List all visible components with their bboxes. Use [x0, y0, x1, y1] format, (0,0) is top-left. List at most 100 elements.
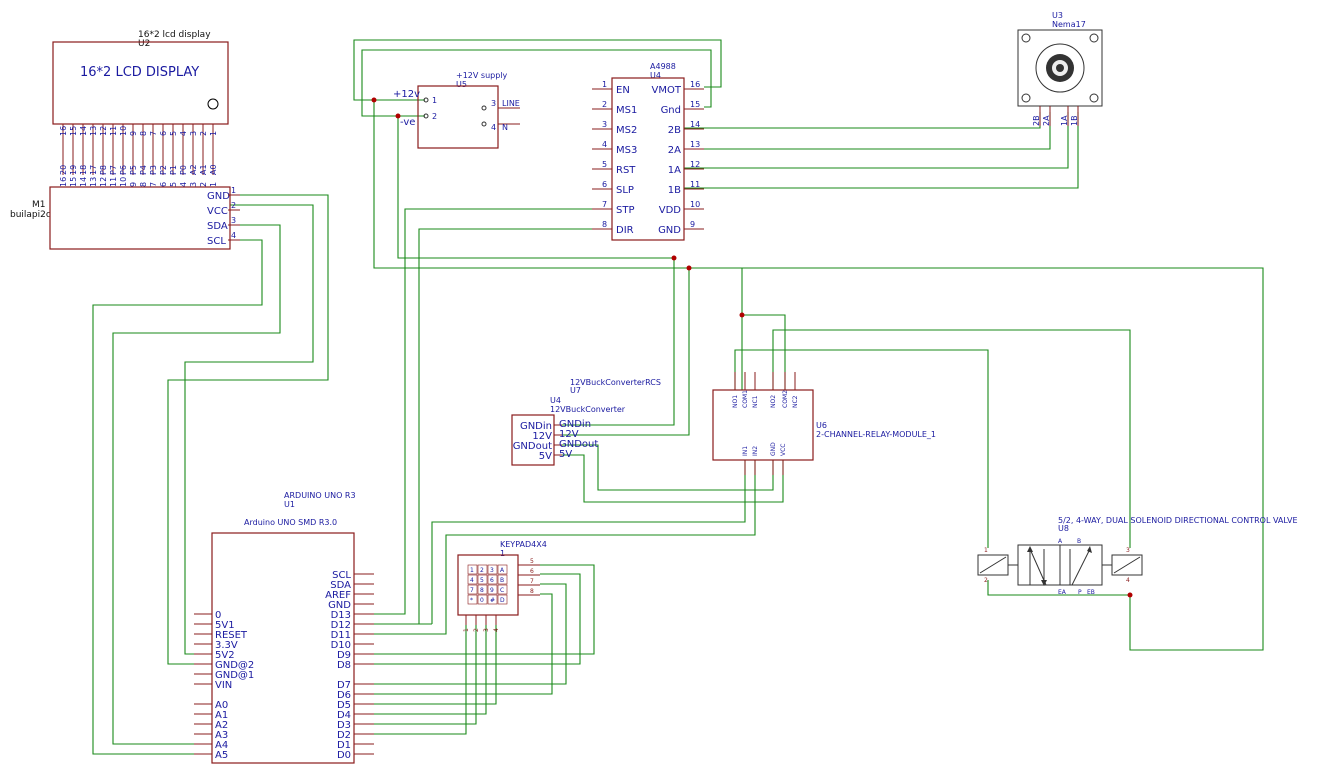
buck-pin-label: 5V: [539, 451, 552, 462]
lcd-pin-label: P1: [169, 165, 178, 175]
lcd-pin-num: 16: [59, 126, 68, 136]
keypad-key: [477, 574, 488, 585]
driver-left-label: RST: [616, 165, 636, 176]
i2c-pin-label: VCC: [207, 206, 228, 217]
supply-pin2: 2: [432, 112, 437, 121]
arduino-left-pin: A0: [215, 700, 228, 711]
i2c-name: builapi2c: [10, 210, 51, 220]
driver-right-label: 1A: [668, 165, 681, 176]
driver-right-num: 13: [690, 140, 700, 149]
keypad-key-label: 7: [470, 587, 474, 594]
lcd-title: 16*2 lcd display: [138, 30, 211, 40]
i2c-pin-num: 3: [231, 216, 236, 225]
arduino-left-pin: GND@1: [215, 670, 254, 681]
driver-right-label: 2A: [668, 145, 681, 156]
lcd-pin-num-bottom: 12: [99, 177, 108, 187]
relay-top-pin: NC1: [752, 395, 759, 408]
valve-port-p: P: [1078, 589, 1082, 596]
control-valve: 5/2, 4-WAY, DUAL SOLENOID DIRECTIONAL CO…: [977, 516, 1298, 596]
keypad-key: [497, 594, 508, 605]
lcd-pin-num-bottom: 10: [119, 177, 128, 187]
buck-pin-outer: 12V: [559, 429, 579, 440]
keypad-right-pin: 8: [530, 588, 534, 595]
lcd-pin-label: 20: [59, 165, 68, 175]
driver-left-label: MS3: [616, 145, 637, 156]
arduino-right-pin: D7: [337, 680, 351, 691]
driver-right-num: 11: [690, 180, 700, 189]
arduino-left-pin: 0: [215, 610, 221, 621]
i2c-pin-label: SCL: [207, 236, 226, 247]
relay-name: 2-CHANNEL-RELAY-MODULE_1: [816, 430, 936, 439]
arduino-right-pin: D6: [337, 690, 351, 701]
lcd-pin-label: 19: [69, 165, 78, 175]
supply-line-label: LINE: [502, 99, 520, 108]
valve-pin3: 3: [1126, 547, 1130, 554]
driver-right-num: 14: [690, 120, 700, 129]
driver-left-num: 3: [602, 120, 607, 129]
lcd-pin-num-bottom: 8: [139, 182, 148, 187]
keypad-key: [467, 584, 478, 595]
arduino-left-pin: 5V1: [215, 620, 235, 631]
arduino-right-pin: D8: [337, 660, 351, 671]
driver-left-label: SLP: [616, 185, 634, 196]
arduino-left-pin: 3.3V: [215, 640, 238, 651]
keypad-key: [487, 584, 498, 595]
keypad-key-label: 9: [490, 587, 494, 594]
keypad-key: [477, 564, 488, 575]
keypad-key: [497, 574, 508, 585]
valve-pin2: 2: [984, 577, 988, 584]
lcd-pin-label: A1: [199, 164, 208, 175]
relay-bottom-pin: GND: [770, 442, 777, 456]
keypad-bottom-pin: 2: [473, 628, 480, 632]
lcd-pin-label: P8: [99, 165, 108, 175]
keypad-right-pin: 5: [530, 558, 534, 565]
lcd-pin-num: 11: [109, 126, 118, 136]
motor-ref: U3: [1052, 11, 1063, 20]
driver-left-num: 6: [602, 180, 607, 189]
keypad-key-label: 0: [480, 597, 484, 604]
arduino-ref: U1: [284, 500, 295, 509]
arduino-right-pin: SCL: [332, 570, 351, 581]
driver-right-label: 2B: [668, 125, 681, 136]
relay-bottom-pin: IN2: [752, 446, 759, 456]
i2c-pin-num: 1: [231, 186, 236, 195]
keypad-ref: 1: [500, 549, 505, 558]
valve-port-eb: EB: [1087, 589, 1095, 596]
keypad-key-label: 2: [480, 567, 484, 574]
buck-pin-label: GNDout: [513, 441, 552, 452]
keypad-key-label: #: [490, 597, 495, 604]
driver-left-num: 5: [602, 160, 607, 169]
lcd-pin-num: 14: [79, 126, 88, 136]
arduino-left-pin: A1: [215, 710, 228, 721]
keypad-key: [487, 594, 498, 605]
i2c-pin-num: 2: [231, 201, 236, 210]
motor-title: Nema17: [1052, 20, 1086, 29]
arduino-pins: 05V1RESET3.3V5V2GND@2GND@1VINA0A1A2A3A4A…: [194, 570, 374, 761]
keypad-key-label: 8: [480, 587, 484, 594]
driver-right-label: 1B: [668, 185, 681, 196]
supply-plus-label: +12v: [393, 89, 420, 100]
driver-left-num: 4: [602, 140, 607, 149]
arduino-right-pin: D4: [337, 710, 351, 721]
supply-n-label: N: [502, 123, 508, 132]
keypad-key-label: 4: [470, 577, 474, 584]
lcd-pin-num: 4: [179, 131, 188, 136]
driver-ref: U4: [650, 71, 661, 80]
keypad-key-label: 5: [480, 577, 484, 584]
lcd-pin-num-bottom: 2: [199, 182, 208, 187]
arduino-right-pin: D13: [331, 610, 351, 621]
lcd-display: 16*2 lcd display U2 16*2 LCD DISPLAY 162…: [52, 30, 229, 187]
arduino-left-pin: A5: [215, 750, 228, 761]
relay-bottom-pin: IN1: [742, 446, 749, 456]
lcd-pin-num: 15: [69, 126, 78, 136]
buck-pin-label: 12V: [532, 431, 552, 442]
lcd-pin-num: 3: [189, 131, 198, 136]
